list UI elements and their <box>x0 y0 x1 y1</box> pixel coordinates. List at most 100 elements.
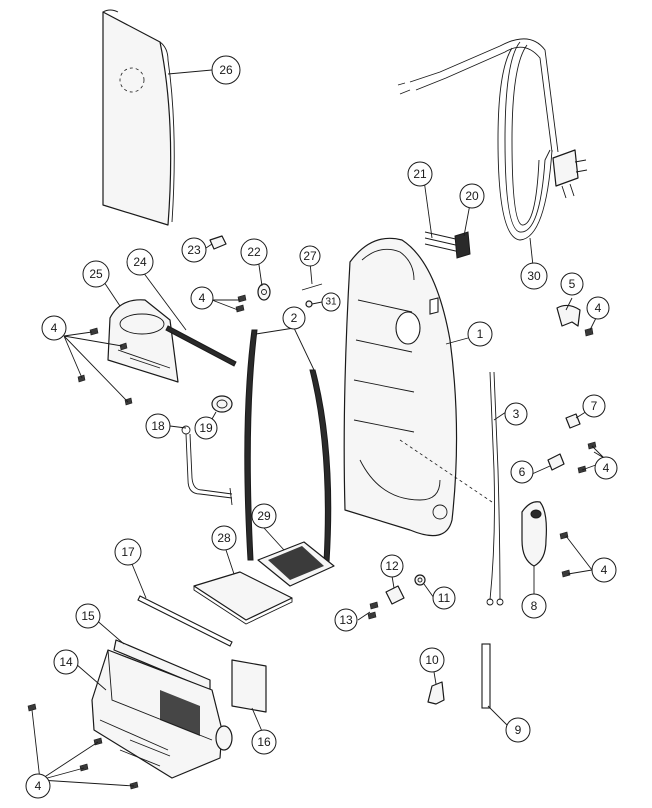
part-1-main-body <box>343 237 458 537</box>
svg-text:20: 20 <box>465 189 479 203</box>
svg-text:1: 1 <box>477 327 484 341</box>
svg-text:18: 18 <box>151 419 165 433</box>
callout-17: 17 <box>114 538 142 566</box>
part-13-screws <box>367 601 379 620</box>
svg-text:4: 4 <box>199 291 206 305</box>
svg-text:5: 5 <box>569 277 576 291</box>
part-12-bracket <box>385 585 405 605</box>
assembly-line <box>399 439 493 503</box>
svg-text:23: 23 <box>187 243 201 257</box>
part-31-washer <box>305 300 313 308</box>
part-29-filter-grille <box>257 541 335 587</box>
part-14-base-nozzle <box>91 649 233 779</box>
part-28-filter-pad <box>193 571 293 625</box>
callout-15: 15 <box>75 603 101 629</box>
callout-22: 22 <box>240 238 268 266</box>
part-10-key <box>427 681 445 705</box>
part-6-fitting <box>547 453 565 471</box>
part-18-tube <box>181 425 233 506</box>
callout-20: 20 <box>459 183 485 209</box>
screws-group-a <box>77 327 133 406</box>
callout-4-f: 4 <box>25 773 51 799</box>
svg-text:30: 30 <box>527 269 541 283</box>
callout-18: 18 <box>145 413 171 439</box>
callout-13: 13 <box>334 608 358 632</box>
part-8-switch-housing <box>521 501 547 567</box>
part-20-switch <box>454 231 471 259</box>
callout-28: 28 <box>211 525 237 551</box>
svg-text:28: 28 <box>217 531 231 545</box>
callout-4-b: 4 <box>190 286 214 310</box>
svg-text:3: 3 <box>513 407 520 421</box>
callout-8: 8 <box>521 593 547 619</box>
part-2-side-trims <box>244 329 332 563</box>
svg-text:6: 6 <box>519 465 526 479</box>
svg-text:8: 8 <box>531 599 538 613</box>
callout-3: 3 <box>504 402 528 426</box>
callout-1: 1 <box>467 321 493 347</box>
svg-text:26: 26 <box>219 63 233 77</box>
callout-24: 24 <box>126 248 154 276</box>
callout-31: 31 <box>321 292 341 312</box>
svg-text:4: 4 <box>35 779 42 793</box>
callout-9: 9 <box>505 717 531 743</box>
svg-text:29: 29 <box>257 509 271 523</box>
callout-4-e: 4 <box>591 557 617 583</box>
svg-text:16: 16 <box>257 735 271 749</box>
part-17-strip <box>137 595 233 647</box>
callout-5: 5 <box>560 272 584 296</box>
svg-text:21: 21 <box>413 167 427 181</box>
svg-text:4: 4 <box>603 461 610 475</box>
screws-group-f <box>27 703 139 790</box>
part-23-clip <box>209 235 227 250</box>
callout-16: 16 <box>251 729 277 755</box>
callout-10: 10 <box>419 647 445 673</box>
callout-7: 7 <box>582 394 606 418</box>
callout-14: 14 <box>53 649 79 675</box>
svg-text:4: 4 <box>601 563 608 577</box>
callout-26: 26 <box>211 55 241 85</box>
svg-text:17: 17 <box>121 545 135 559</box>
svg-text:24: 24 <box>133 255 147 269</box>
part-16-panel <box>231 659 267 713</box>
svg-text:15: 15 <box>81 609 95 623</box>
callout-4-c: 4 <box>586 296 610 320</box>
svg-text:9: 9 <box>515 723 522 737</box>
svg-text:31: 31 <box>325 297 337 308</box>
part-21-leads <box>424 231 461 253</box>
screws-group-d <box>559 531 571 578</box>
callout-11: 11 <box>432 586 456 610</box>
part-5-clip <box>556 304 581 327</box>
part-9-rod <box>481 643 491 709</box>
svg-text:14: 14 <box>59 655 73 669</box>
callout-30: 30 <box>520 262 548 290</box>
part-11-washer <box>414 574 426 586</box>
part-30-power-cord <box>397 38 588 241</box>
svg-text:22: 22 <box>247 245 261 259</box>
svg-text:13: 13 <box>339 613 353 627</box>
part-25-handle-housing <box>107 299 179 383</box>
svg-text:27: 27 <box>303 249 317 263</box>
callout-12: 12 <box>380 554 404 578</box>
svg-text:12: 12 <box>385 559 399 573</box>
svg-text:2: 2 <box>291 311 298 325</box>
svg-text:25: 25 <box>89 267 103 281</box>
svg-text:10: 10 <box>425 653 439 667</box>
svg-text:4: 4 <box>595 301 602 315</box>
callout-4-d: 4 <box>594 456 618 480</box>
part-3-wiring <box>486 371 504 606</box>
screws-group-c <box>577 441 597 474</box>
svg-text:19: 19 <box>199 421 213 435</box>
callout-23: 23 <box>181 237 207 263</box>
part-22-bracket <box>257 283 271 301</box>
svg-text:7: 7 <box>591 399 598 413</box>
callout-27: 27 <box>299 245 321 267</box>
callout-19: 19 <box>194 416 218 440</box>
part-26-bag-door <box>102 9 175 226</box>
part-7-cap <box>565 413 581 429</box>
screw-5 <box>584 327 594 337</box>
part-27-wire <box>301 283 323 291</box>
part-19-grommet <box>211 395 233 413</box>
callout-21: 21 <box>407 161 433 187</box>
